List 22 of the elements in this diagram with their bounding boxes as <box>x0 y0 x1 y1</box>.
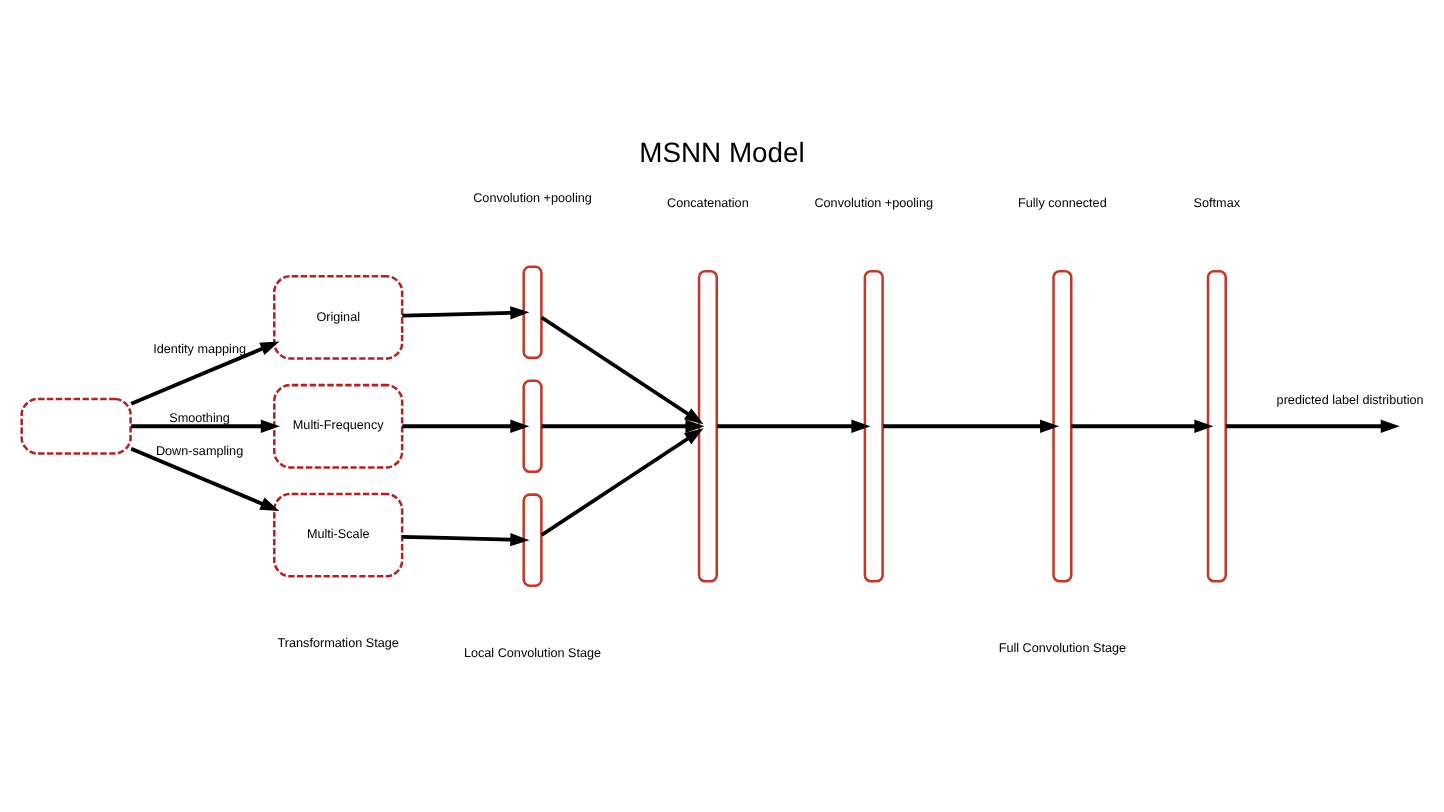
arrow <box>717 419 871 433</box>
arrow <box>131 419 280 433</box>
arrow <box>1071 419 1214 433</box>
arrow <box>541 419 705 433</box>
node-bar <box>697 269 719 583</box>
node-bar <box>522 265 543 360</box>
node-bar <box>522 493 543 588</box>
arrow <box>402 306 530 320</box>
diagram-title: MSNN Model <box>639 136 805 169</box>
arrow <box>540 315 704 425</box>
node-box <box>20 397 132 455</box>
node-bar <box>863 269 884 583</box>
arrow <box>130 447 280 511</box>
arrow <box>130 341 280 406</box>
node-bar <box>1052 269 1073 583</box>
arrow <box>402 533 530 547</box>
node-bar <box>522 379 543 474</box>
arrow <box>540 428 704 537</box>
node-bar <box>1206 269 1227 583</box>
arrow <box>402 419 530 433</box>
arrow <box>883 419 1060 433</box>
arrow <box>1226 419 1400 433</box>
